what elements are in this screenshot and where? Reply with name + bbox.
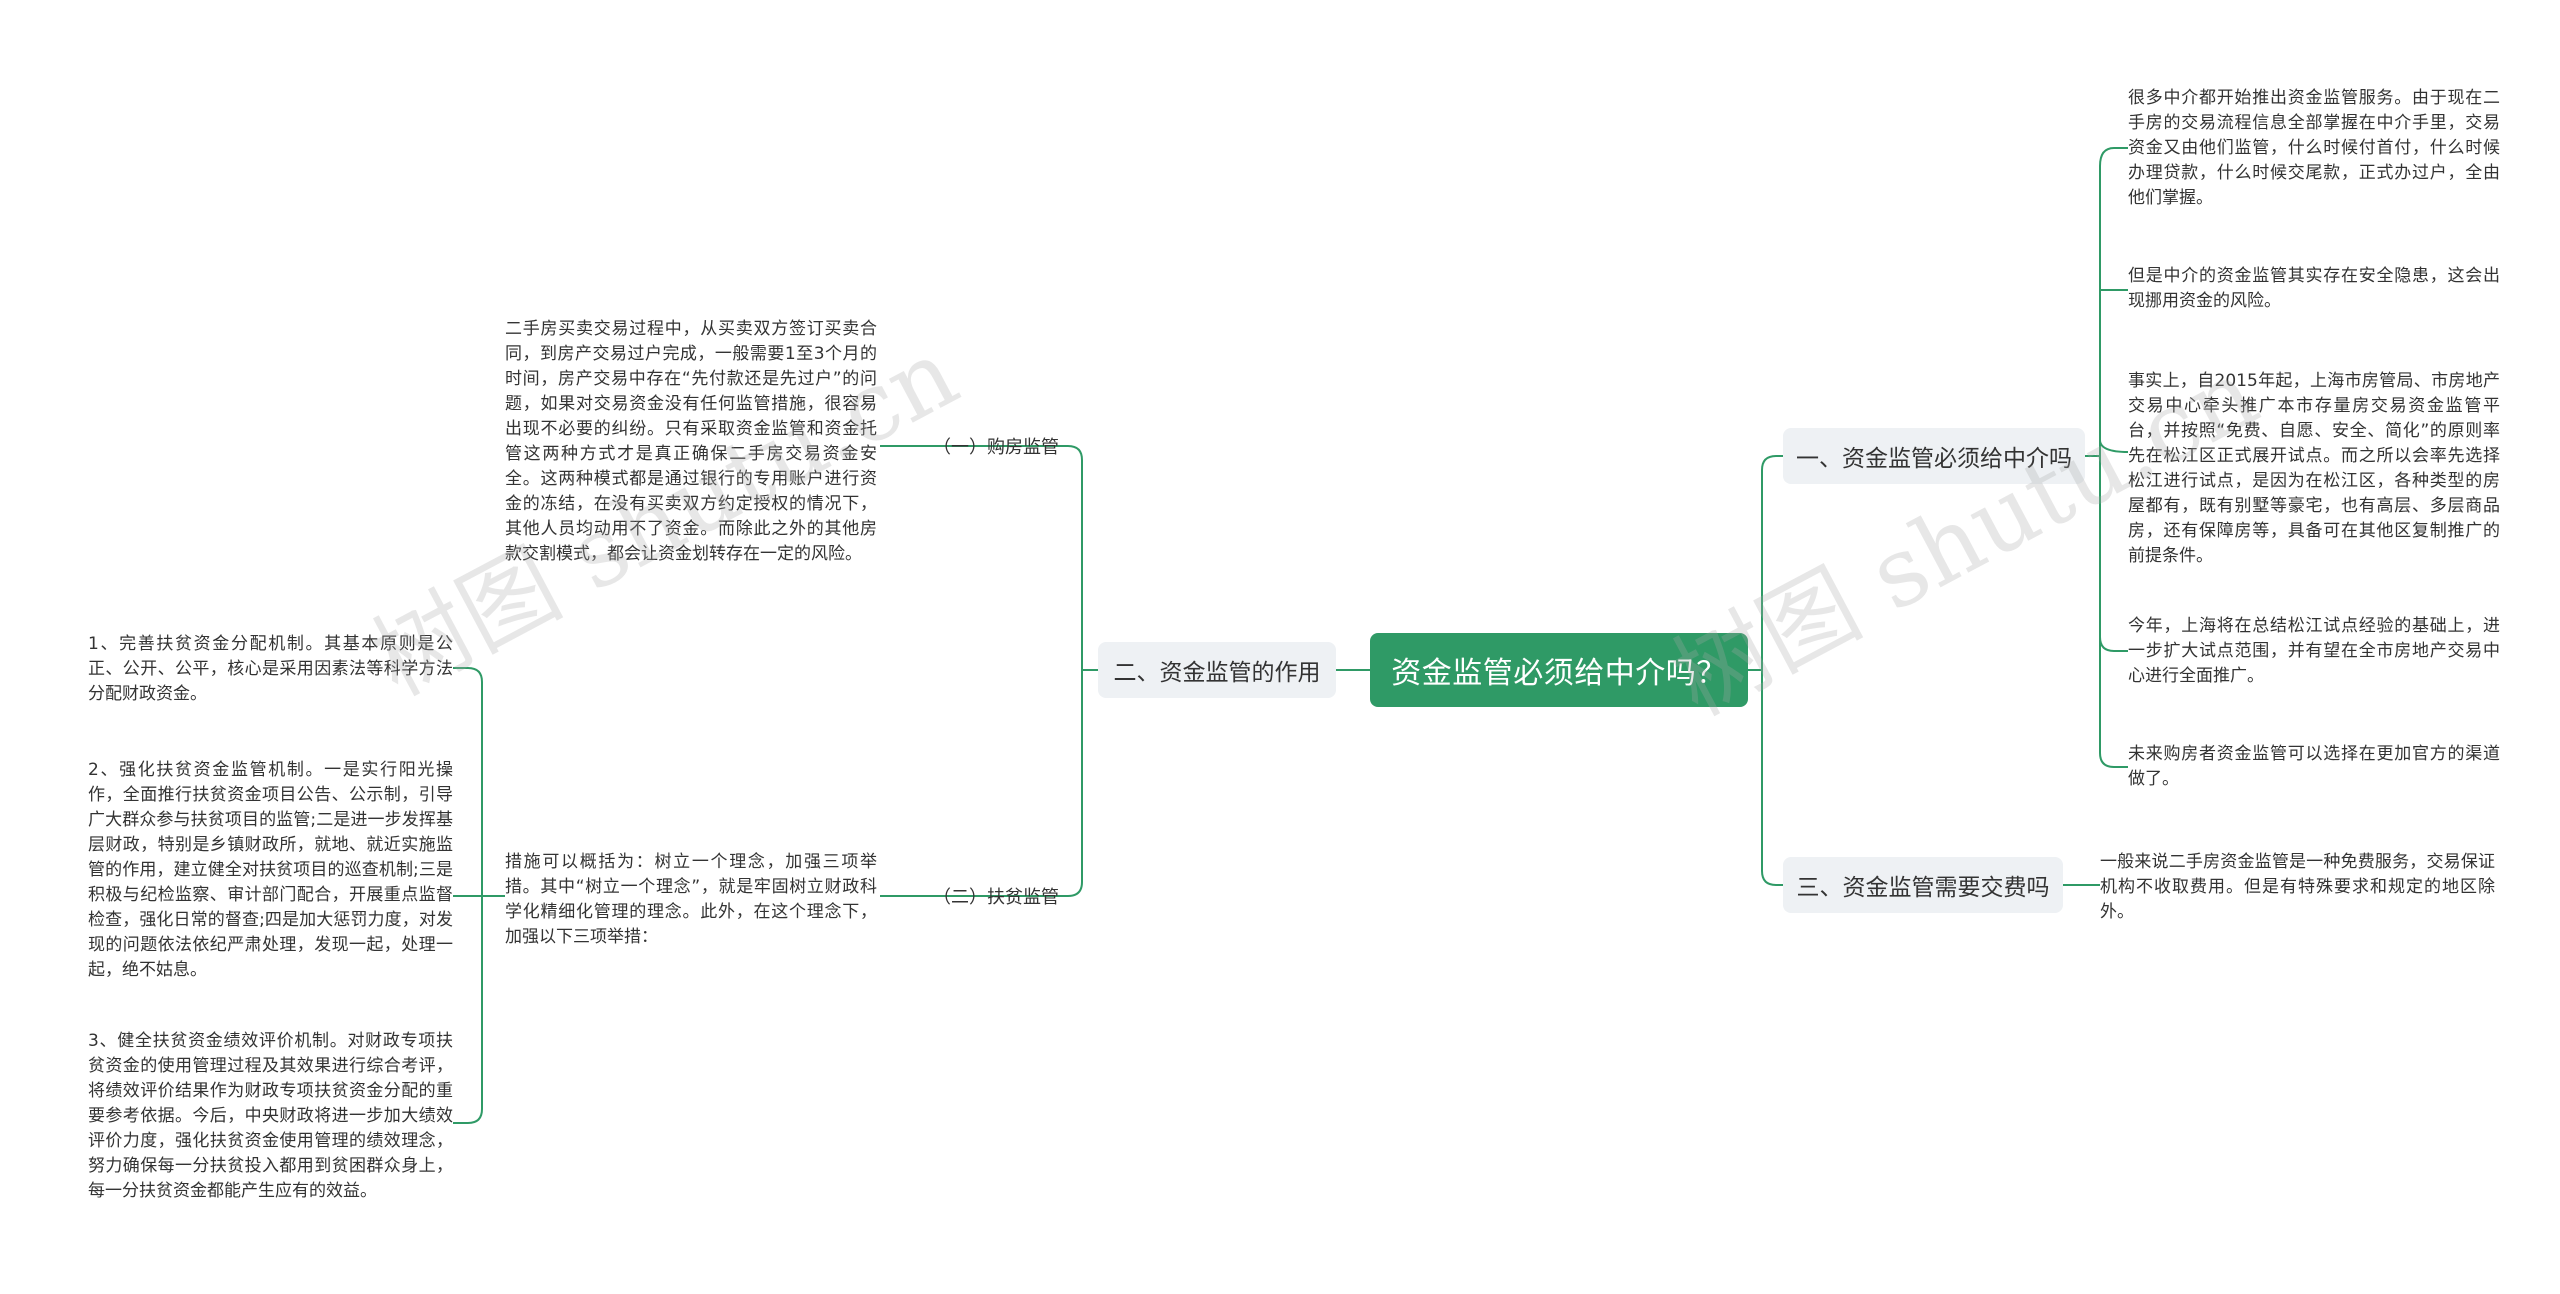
leaf-text[interactable]: 事实上，自2015年起，上海市房管局、市房地产交易中心牵头推广本市存量房交易资金… [2128,371,2500,566]
sub-topic-label: （一）购房监管 [933,437,1059,458]
leaf-text[interactable]: 但是中介的资金监管其实存在安全隐患，这会出现挪用资金的风险。 [2128,266,2500,311]
link-root-b3 [1761,670,1783,886]
sub-topic-poverty[interactable]: （二）扶贫监管 [933,883,1059,909]
leaf-text[interactable]: 今年，上海将在总结松江试点经验的基础上，进一步扩大试点范围，并有望在全市房地产交… [2128,616,2500,686]
leaf-text[interactable]: 3、健全扶贫资金绩效评价机制。对财政专项扶贫资金的使用管理过程及其效果进行综合考… [88,1031,453,1201]
root-topic-label: 资金监管必须给中介吗？ [1391,656,1727,691]
sub-topic-label: （二）扶贫监管 [933,887,1059,908]
branch-label: 三、资金监管需要交费吗 [1796,875,2050,901]
branch-label: 一、资金监管必须给中介吗 [1796,446,2072,472]
branch-need-agency[interactable]: 一、资金监管必须给中介吗 [1783,428,2085,484]
link-b1-r [2085,147,2128,457]
sub-topic-housing[interactable]: （一）购房监管 [933,433,1059,459]
leaf-text[interactable]: 1、完善扶贫资金分配机制。其基本原则是公正、公开、公平，核心是采用因素法等科学方… [88,634,453,704]
leaf-text[interactable]: 措施可以概括为：树立一个理念，加强三项举措。其中“树立一个理念”，就是牢固树立财… [505,852,877,947]
branch-fee[interactable]: 三、资金监管需要交费吗 [1783,857,2063,913]
leaf-text[interactable]: 未来购房者资金监管可以选择在更加官方的渠道做了。 [2128,744,2500,789]
link-b2-s [933,445,1098,671]
leaf-text[interactable]: 一般来说二手房资金监管是一种免费服务，交易保证机构不收取费用。但是有特殊要求和规… [2100,852,2495,922]
root-topic[interactable]: 资金监管必须给中介吗？ [1370,633,1748,707]
leaf-text[interactable]: 很多中介都开始推出资金监管服务。由于现在二手房的交易流程信息全部掌握在中介手里，… [2128,88,2500,208]
leaf-text[interactable]: 2、强化扶贫资金监管机制。一是实行阳光操作，全面推行扶贫资金项目公告、公示制，引… [88,760,453,980]
leaf-text[interactable]: 二手房买卖交易过程中，从买卖双方签订买卖合同，到房产交易过户完成，一般需要1至3… [505,319,877,564]
link-root-b1 [1748,455,1783,671]
link-m2-l [453,667,505,897]
branch-role[interactable]: 二、资金监管的作用 [1098,642,1336,698]
branch-label: 二、资金监管的作用 [1113,660,1321,686]
